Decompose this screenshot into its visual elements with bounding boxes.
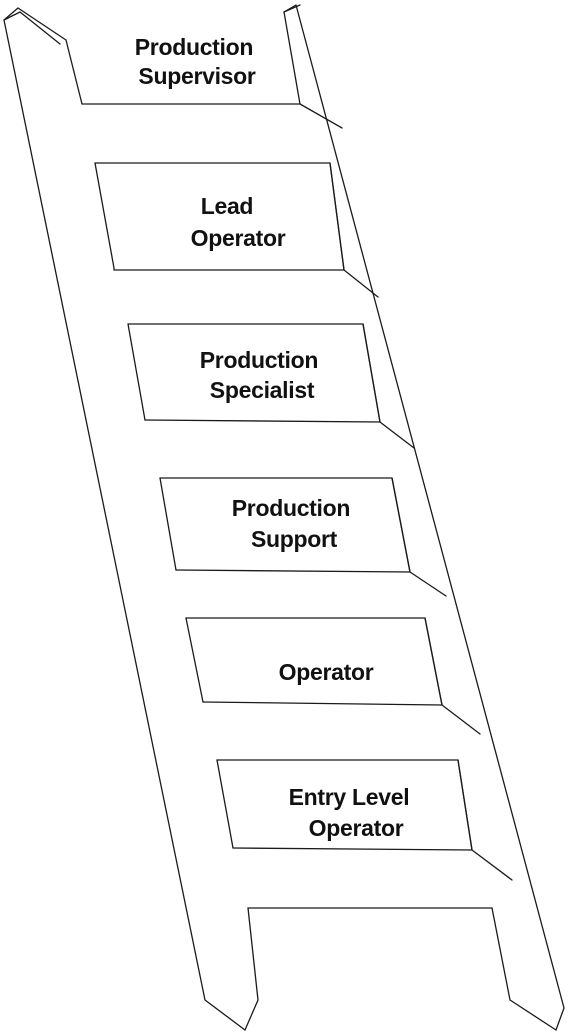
rung-label-production-support: Production Support <box>232 495 356 552</box>
left-rail-top-bevel <box>3 11 61 45</box>
rung-label-line: Operator <box>309 815 404 841</box>
rung-label-production-specialist: Production Specialist <box>200 347 324 403</box>
rung-label-lead-operator: Lead Operator <box>191 193 286 251</box>
rung-labels: Production Supervisor Lead Operator Prod… <box>135 34 416 841</box>
rung-label-production-supervisor: Production Supervisor <box>135 34 259 89</box>
rung-label-line: Production <box>200 347 318 373</box>
rung-box-5 <box>185 617 481 735</box>
rung-label-line: Production <box>232 495 350 521</box>
right-rail-inner-edge <box>283 11 557 1031</box>
rung-label-line: Operator <box>191 225 286 251</box>
rung-label-line: Operator <box>279 659 374 685</box>
rung-label-line: Production <box>135 34 253 60</box>
rung-label-line: Lead <box>201 193 253 219</box>
rung-label-line: Entry Level <box>289 784 410 810</box>
rung-box-3 <box>127 323 415 449</box>
rung-box-6 <box>216 759 513 881</box>
rung-label-operator: Operator <box>279 659 374 685</box>
rung-box-1 <box>81 103 343 129</box>
ladder-frame <box>3 4 565 1031</box>
right-rail-outer-edge <box>283 4 565 1031</box>
left-rail-outer-edge <box>3 7 246 1031</box>
rung-box-4 <box>159 477 447 597</box>
rung-label-line: Supervisor <box>138 63 256 89</box>
rung-label-line: Specialist <box>210 377 315 403</box>
rung-label-line: Support <box>251 526 338 552</box>
left-rail-inner-edge <box>17 7 259 1031</box>
rung-label-entry-level-operator: Entry Level Operator <box>289 784 416 841</box>
right-rail-top-bevel <box>283 4 301 13</box>
rung-box-2 <box>94 162 379 298</box>
